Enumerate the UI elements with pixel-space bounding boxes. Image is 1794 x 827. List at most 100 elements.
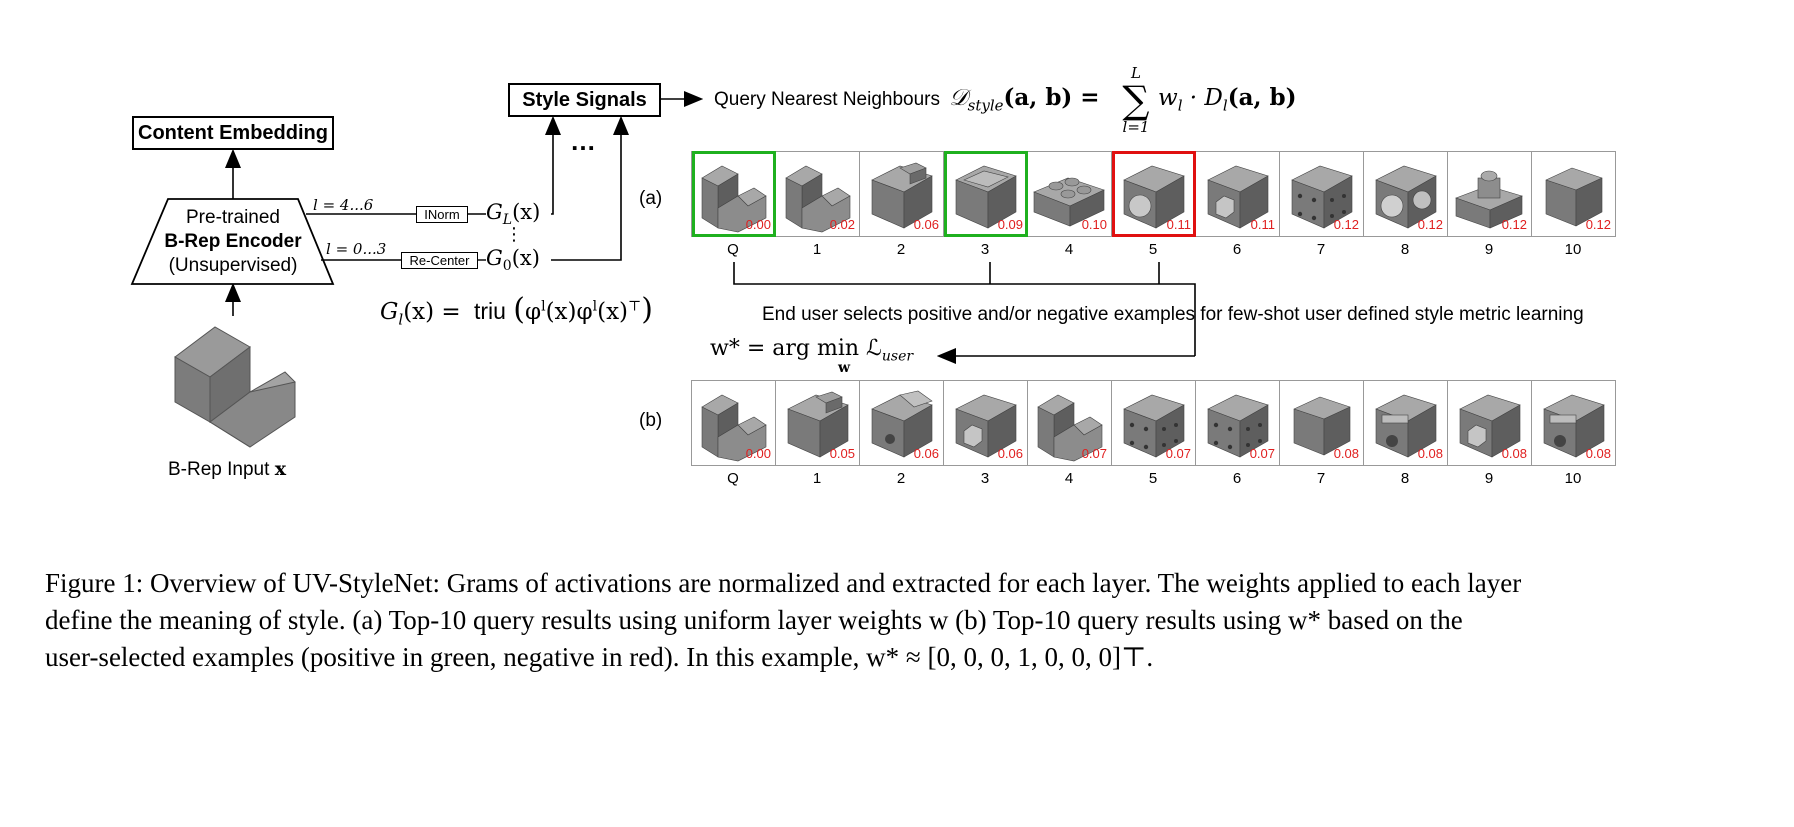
- distance-label: 0.06: [913, 217, 939, 232]
- distance-label: 0.06: [997, 446, 1023, 461]
- result-thumbnail[interactable]: 0.12: [1532, 151, 1616, 237]
- cad-shape-L-block: [1037, 394, 1103, 462]
- result-index: 5: [1148, 470, 1158, 487]
- result-index: 5: [1148, 241, 1158, 258]
- result-thumbnail[interactable]: 0.08: [1448, 380, 1532, 466]
- distance-label: 0.07: [1249, 446, 1275, 461]
- distance-label: 0.12: [1585, 217, 1611, 232]
- g0-output: G0(x): [486, 246, 540, 274]
- result-thumbnail[interactable]: 0.08: [1364, 380, 1448, 466]
- result-thumbnail[interactable]: 0.12: [1280, 151, 1364, 237]
- gl-subscript: L: [502, 212, 513, 229]
- distance-label: 0.10: [1081, 217, 1107, 232]
- distance-label: 0.11: [1166, 217, 1191, 232]
- row-a-label: (a): [639, 188, 663, 209]
- cad-shape-cube-hole: [1123, 165, 1185, 229]
- row-b-label: (b): [639, 410, 663, 431]
- result-thumbnail[interactable]: 0.06: [860, 380, 944, 466]
- distance-label: 0.00: [745, 217, 771, 232]
- query-d: 𝒟style(a, b) =: [949, 84, 1100, 115]
- content-embedding-box: Content Embedding: [132, 116, 334, 150]
- result-index: 1: [812, 470, 822, 487]
- gl-symbol: G: [486, 200, 503, 224]
- distance-label: 0.08: [1417, 446, 1443, 461]
- result-index: 10: [1564, 470, 1582, 487]
- brep-input-text: B-Rep Input: [168, 459, 270, 480]
- g0-symbol: G: [486, 246, 503, 270]
- gram-symbol: G: [380, 299, 399, 325]
- recenter-box: Re-Center: [401, 252, 478, 269]
- brep-input-symbol: x: [274, 458, 287, 480]
- query-w-sub: l: [1177, 96, 1183, 115]
- result-thumbnail[interactable]: 0.11: [1112, 151, 1196, 237]
- g0-subscript: 0: [502, 258, 512, 275]
- result-index: 6: [1232, 241, 1242, 258]
- query-w: w: [1158, 85, 1178, 111]
- wstar-formula: w* = arg min ℒuser w: [710, 336, 914, 376]
- encoder-label: Pre-trained B-Rep Encoder (Unsupervised): [150, 206, 316, 278]
- gram-close: ): [641, 292, 653, 327]
- gram-formula: Gl(x) = triu (φl(x)φl(x)⊤): [380, 292, 653, 329]
- result-thumbnail[interactable]: 0.10: [1028, 151, 1112, 237]
- distance-label: 0.06: [913, 446, 939, 461]
- gram-phi: φl(x)φl(x)⊤: [524, 298, 642, 325]
- cad-shape-hex-hole: [1207, 165, 1269, 229]
- cad-shape-cube-holes: [1375, 165, 1437, 229]
- result-index: 4: [1064, 241, 1074, 258]
- distance-label: 0.11: [1250, 217, 1275, 232]
- distance-label: 0.08: [1585, 446, 1611, 461]
- distance-label: 0.12: [1501, 217, 1527, 232]
- cad-shape-open-box: [955, 165, 1017, 229]
- gram-triu: triu: [474, 298, 506, 324]
- gl-arg: (x): [512, 200, 541, 224]
- wstar-user: user: [881, 348, 914, 365]
- result-thumbnail[interactable]: 0.11: [1196, 151, 1280, 237]
- result-index: 2: [896, 241, 906, 258]
- sum-sign: ∑: [1122, 78, 1150, 122]
- distance-label: 0.12: [1417, 217, 1443, 232]
- sum-bottom: l=1: [1122, 118, 1150, 136]
- cad-shape-knob-base: [1455, 170, 1523, 229]
- query-dl-args: (a, b): [1227, 84, 1297, 111]
- query-dl-sub: l: [1222, 96, 1228, 115]
- distance-label: 0.07: [1081, 446, 1107, 461]
- result-thumbnail[interactable]: 0.12: [1364, 151, 1448, 237]
- result-thumbnail[interactable]: 0.08: [1280, 380, 1364, 466]
- result-thumbnail[interactable]: 0.09: [944, 151, 1028, 237]
- query-d-args: (a, b) =: [1003, 84, 1100, 111]
- result-thumbnail[interactable]: 0.12: [1448, 151, 1532, 237]
- gram-eq: (x) =: [403, 299, 461, 325]
- result-thumbnail[interactable]: 0.07: [1196, 380, 1280, 466]
- figure-caption-line-3: user-selected examples (positive in gree…: [45, 642, 1154, 672]
- cad-shape-L-block: [701, 394, 767, 462]
- distance-label: 0.05: [829, 446, 855, 461]
- cad-shape-L-block: [785, 165, 851, 233]
- result-thumbnail[interactable]: 0.07: [1028, 380, 1112, 466]
- cad-shape-slot-hole: [1543, 394, 1605, 458]
- result-thumbnail[interactable]: 0.05: [776, 380, 860, 466]
- encoder-line-1: Pre-trained: [186, 207, 280, 228]
- query-label: Query Nearest Neighbours: [714, 89, 940, 110]
- result-thumbnail[interactable]: 0.00: [692, 151, 776, 237]
- style-signals-box: Style Signals: [508, 83, 661, 117]
- encoder-line-2: B-Rep Encoder: [164, 231, 302, 252]
- result-thumbnail[interactable]: 0.06: [944, 380, 1028, 466]
- result-thumbnail[interactable]: 0.07: [1112, 380, 1196, 466]
- query-d-symbol: 𝒟: [949, 85, 968, 111]
- result-thumbnail[interactable]: 0.00: [692, 380, 776, 466]
- selection-text: End user selects positive and/or negativ…: [762, 304, 1584, 325]
- result-thumbnail[interactable]: 0.08: [1532, 380, 1616, 466]
- layer-range-low: l = 0...3: [326, 240, 387, 258]
- distance-label: 0.02: [829, 217, 855, 232]
- cad-shape-L-block: [701, 165, 767, 233]
- cad-shape-hex-hole: [1459, 394, 1521, 458]
- result-thumbnail[interactable]: 0.02: [776, 151, 860, 237]
- distance-label: 0.08: [1333, 446, 1359, 461]
- result-index: 1: [812, 241, 822, 258]
- figure-caption-line-2: define the meaning of style. (a) Top-10 …: [45, 605, 1463, 635]
- result-thumbnail[interactable]: 0.06: [860, 151, 944, 237]
- result-index: 7: [1316, 470, 1326, 487]
- query-dl: · D: [1182, 85, 1223, 111]
- inorm-box: INorm: [416, 206, 468, 223]
- cad-shape-notch-block: [787, 391, 849, 458]
